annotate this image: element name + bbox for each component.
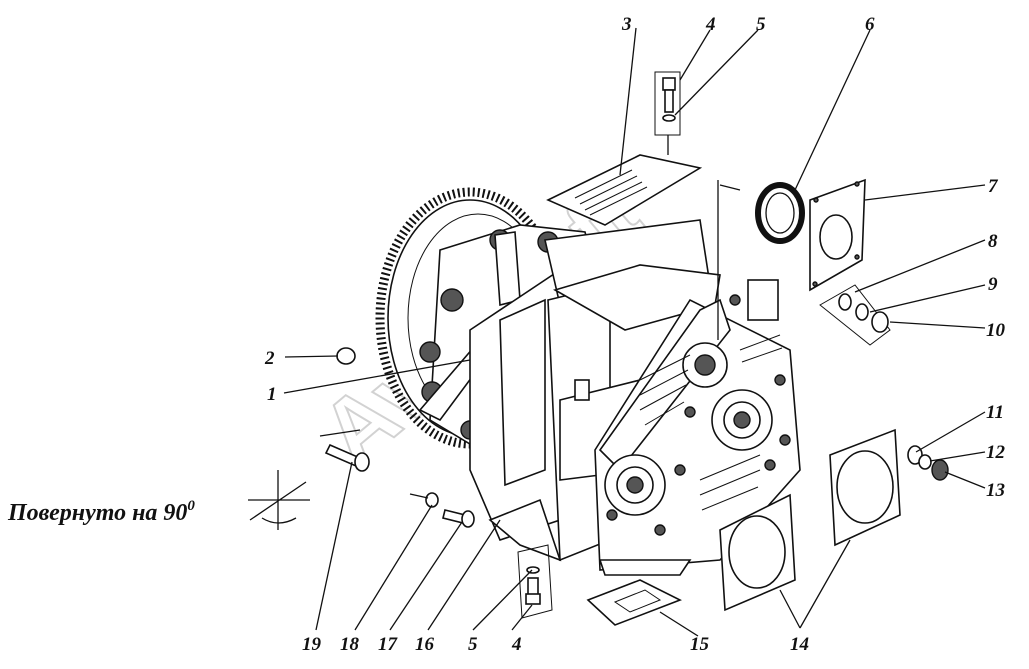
label-13: 13 — [986, 480, 1005, 501]
washer-nut-group-11-13 — [907, 445, 949, 481]
rotation-symbol — [248, 470, 310, 530]
seal-ring-6 — [755, 182, 805, 244]
cover-plate-15 — [586, 579, 682, 626]
label-19: 19 — [302, 634, 322, 655]
gasket-14-a — [719, 493, 796, 612]
label-4-top: 4 — [705, 14, 716, 35]
label-16: 16 — [415, 634, 435, 655]
label-6: 6 — [865, 14, 875, 35]
washer-18 — [425, 492, 439, 508]
label-8: 8 — [988, 231, 998, 252]
label-5-top: 5 — [756, 14, 766, 35]
label-2: 2 — [264, 348, 275, 369]
caption-superscript: 0 — [187, 498, 195, 514]
label-5-bottom: 5 — [468, 634, 478, 655]
label-14: 14 — [790, 634, 809, 655]
label-12: 12 — [986, 442, 1006, 463]
label-4-bottom: 4 — [511, 634, 522, 655]
caption-text: Повернуто на 90 — [7, 500, 187, 526]
label-17: 17 — [378, 634, 399, 655]
label-7: 7 — [988, 176, 999, 197]
bolt-19 — [324, 443, 370, 472]
label-18: 18 — [340, 634, 360, 655]
dowel-pin-2 — [336, 347, 356, 365]
label-10: 10 — [986, 320, 1006, 341]
leader-lines — [283, 27, 986, 637]
label-15: 15 — [690, 634, 710, 655]
label-1: 1 — [267, 384, 277, 405]
label-11: 11 — [986, 402, 1004, 423]
bolt-washer-group-bottom — [517, 544, 553, 619]
bolt-17 — [442, 509, 475, 528]
washer-nut-group-8-10 — [819, 284, 891, 346]
rotation-caption: Повернуто на 900 — [7, 498, 195, 526]
label-9: 9 — [988, 274, 998, 295]
bolt-washer-group-top — [654, 71, 681, 155]
gasket-14-b — [829, 428, 901, 547]
inspection-cover-3 — [546, 154, 703, 226]
gearbox-housing — [469, 219, 801, 576]
label-3: 3 — [621, 14, 632, 35]
gasket-7 — [809, 178, 866, 292]
callout-labels: 3 4 5 6 7 8 9 10 11 12 13 14 15 4 5 16 1… — [264, 14, 1006, 655]
